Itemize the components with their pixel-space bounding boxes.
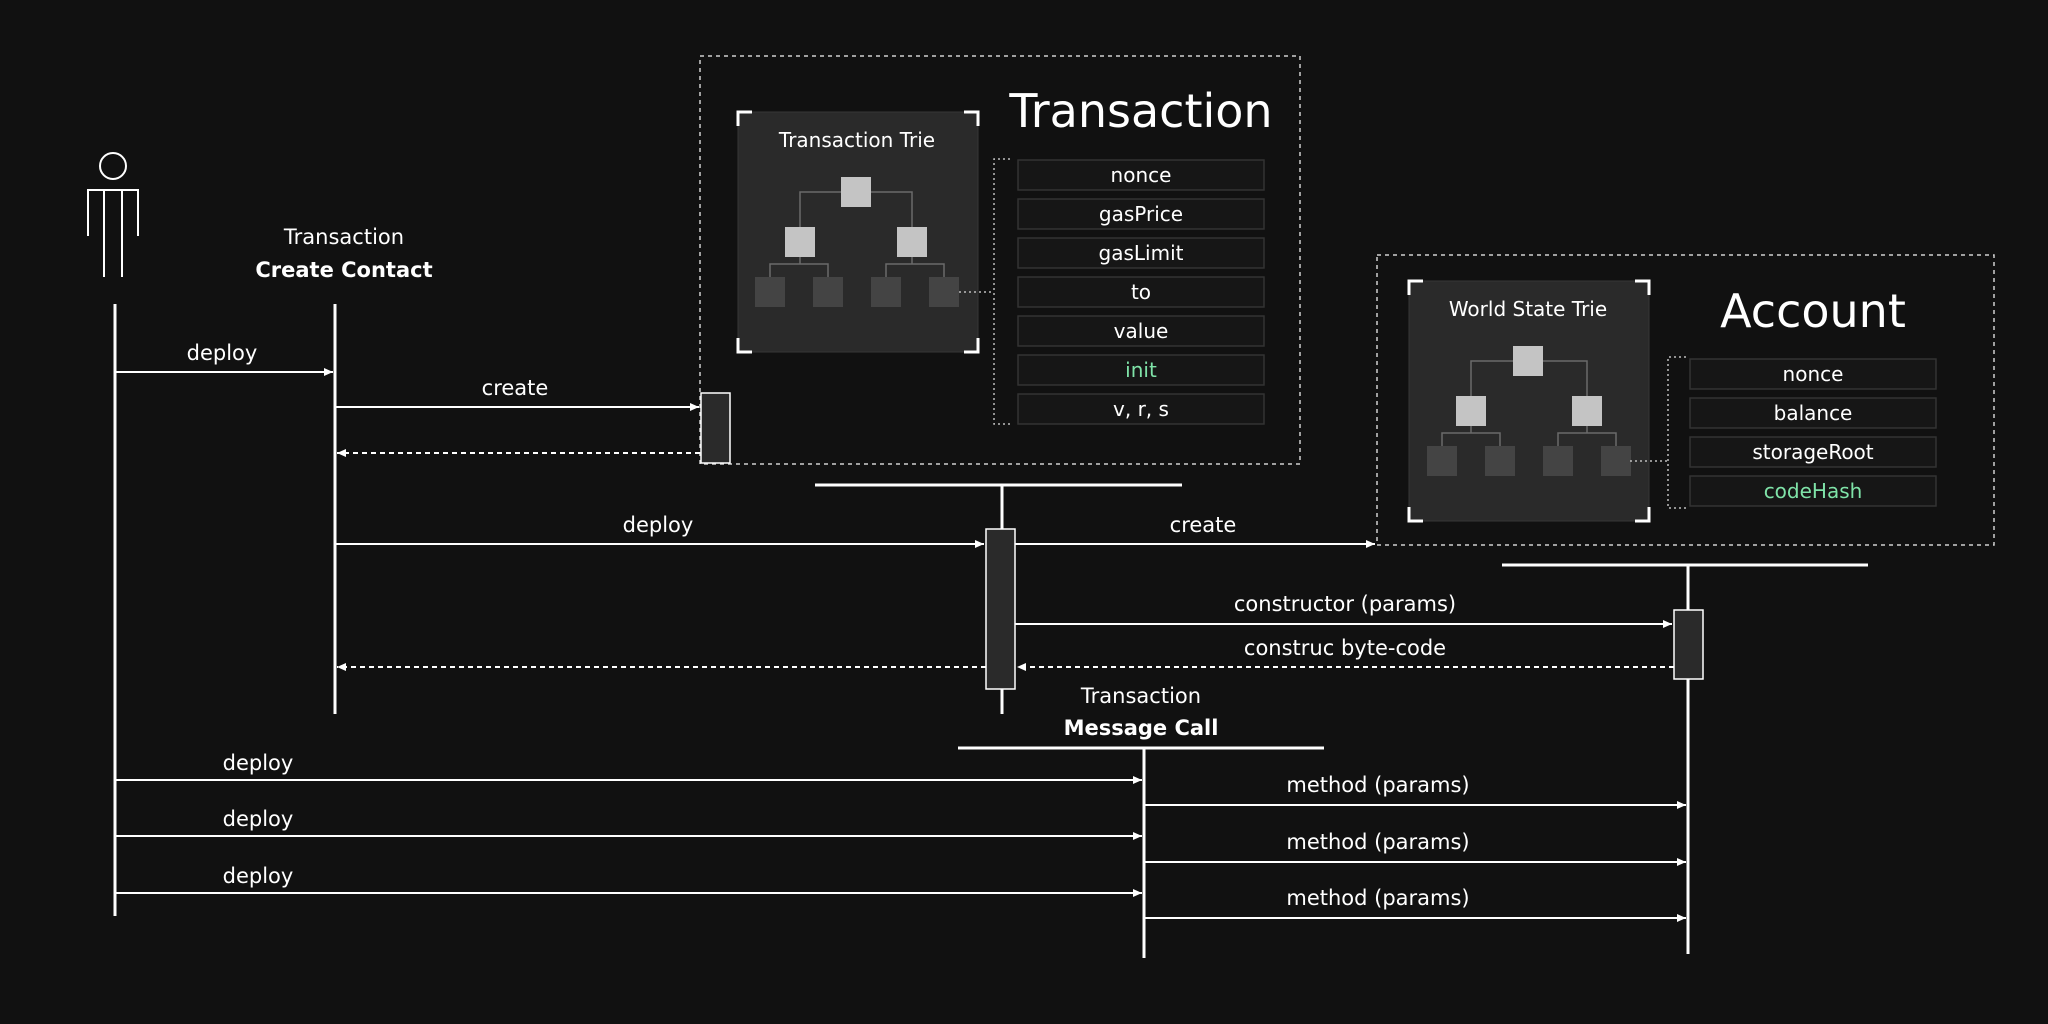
trie-graph-icon <box>1427 346 1631 476</box>
transaction-box: Transaction Transaction Trie n <box>699 55 1301 465</box>
tx-message-title: Transaction <box>1080 684 1201 708</box>
actor-icon <box>87 152 139 277</box>
field-label: nonce <box>1111 163 1172 187</box>
message-deploy-3: deploy <box>115 751 1142 784</box>
account-box: Account World State Trie nonce <box>1376 254 1995 546</box>
field-row: value <box>1017 315 1265 347</box>
account-fields: nonce balance storageRoot codeHash <box>1689 358 1937 507</box>
field-row: v, r, s <box>1017 393 1265 425</box>
message-method-2: method (params) <box>1144 830 1686 866</box>
field-label: to <box>1131 280 1151 304</box>
message-create-1: create <box>335 376 699 411</box>
field-row: storageRoot <box>1689 436 1937 468</box>
field-label: value <box>1114 319 1169 343</box>
trie-graph-icon <box>755 177 959 307</box>
svg-text:method (params): method (params) <box>1286 773 1469 797</box>
field-row: nonce <box>1689 358 1937 390</box>
message-method-3: method (params) <box>1144 886 1686 922</box>
field-label: init <box>1125 358 1157 382</box>
svg-text:create: create <box>482 376 549 400</box>
field-label: storageRoot <box>1752 440 1873 464</box>
svg-text:constructor (params): constructor (params) <box>1234 592 1456 616</box>
svg-text:deploy: deploy <box>223 864 294 888</box>
field-row: to <box>1017 276 1265 308</box>
svg-text:method (params): method (params) <box>1286 830 1469 854</box>
world-state-trie-label: World State Trie <box>1449 297 1607 321</box>
message-deploy-2: deploy <box>335 513 984 548</box>
lifeline-message-call <box>958 746 1324 958</box>
field-row: nonce <box>1017 159 1265 191</box>
field-label: balance <box>1774 401 1853 425</box>
tx-create-subtitle: Create Contact <box>255 258 432 282</box>
transaction-fields: nonce gasPrice gasLimit to value init v, r, s <box>1017 159 1265 425</box>
field-label: v, r, s <box>1113 397 1169 421</box>
svg-text:create: create <box>1170 513 1237 537</box>
field-label: codeHash <box>1764 479 1863 503</box>
svg-text:deploy: deploy <box>623 513 694 537</box>
message-deploy-5: deploy <box>115 864 1142 897</box>
field-label: nonce <box>1783 362 1844 386</box>
field-row: gasPrice <box>1017 198 1265 230</box>
svg-text:construc byte-code: construc byte-code <box>1244 636 1446 660</box>
message-deploy-1: deploy <box>115 341 333 376</box>
account-title: Account <box>1720 284 1906 338</box>
transaction-trie-label: Transaction Trie <box>778 128 935 152</box>
activation-transaction <box>700 392 731 464</box>
svg-text:deploy: deploy <box>223 807 294 831</box>
message-constructor: constructor (params) <box>1015 592 1672 628</box>
message-bytecode-return: construc byte-code <box>1017 636 1674 671</box>
tx-create-title: Transaction <box>283 225 404 249</box>
svg-text:deploy: deploy <box>187 341 258 365</box>
transaction-title: Transaction <box>1008 84 1272 138</box>
field-row: codeHash <box>1689 475 1937 507</box>
world-state-trie-panel: World State Trie <box>1407 279 1651 523</box>
activation-evm <box>985 528 1016 690</box>
message-create-2: create <box>1015 513 1375 548</box>
field-label: gasPrice <box>1099 202 1183 226</box>
tx-message-subtitle: Message Call <box>1064 716 1219 740</box>
svg-text:method (params): method (params) <box>1286 886 1469 910</box>
activation-contract-account <box>1673 609 1704 680</box>
message-method-1: method (params) <box>1144 773 1686 809</box>
field-row: gasLimit <box>1017 237 1265 269</box>
field-row: init <box>1017 354 1265 386</box>
field-label: gasLimit <box>1099 241 1184 265</box>
svg-text:deploy: deploy <box>223 751 294 775</box>
field-row: balance <box>1689 397 1937 429</box>
message-deploy-4: deploy <box>115 807 1142 840</box>
transaction-trie-panel: Transaction Trie <box>736 110 980 354</box>
